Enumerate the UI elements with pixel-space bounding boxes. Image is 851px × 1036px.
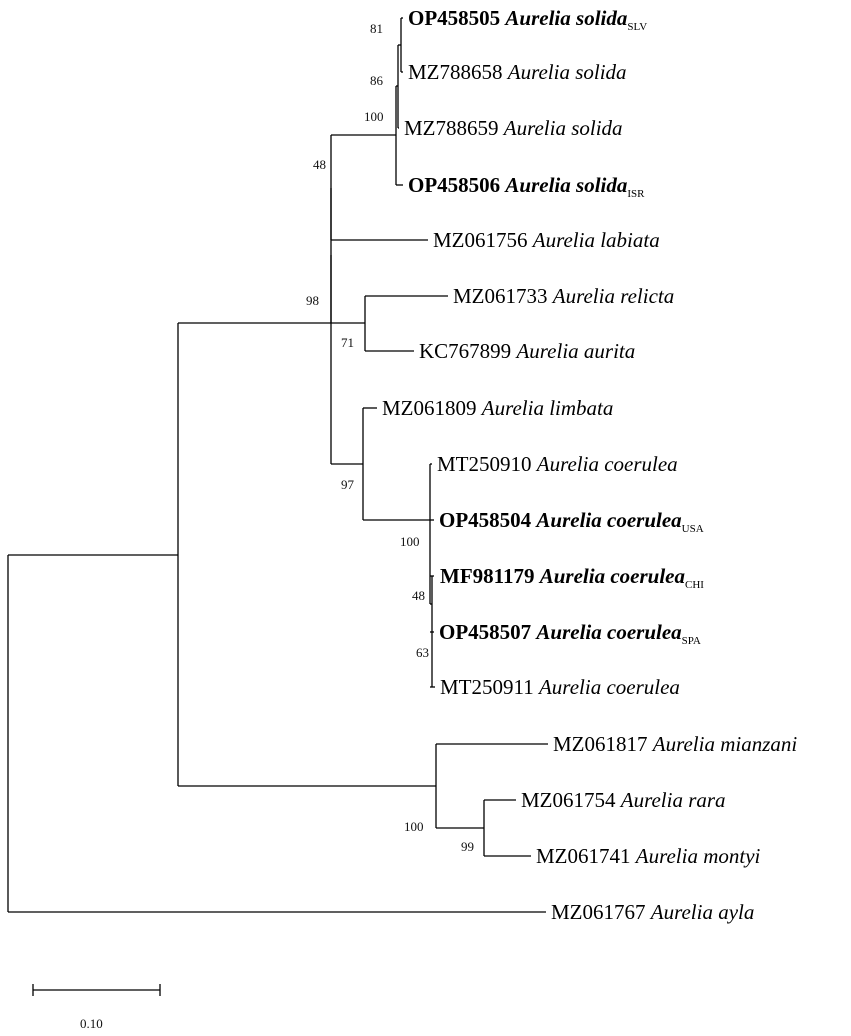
taxon-label: MZ061733 Aurelia relicta — [453, 284, 674, 308]
taxon-label: MZ788659 Aurelia solida — [404, 116, 623, 140]
species-name: Aurelia montyi — [634, 844, 761, 868]
taxon-label: MZ061767 Aurelia ayla — [551, 900, 754, 924]
taxon-label: OP458506 Aurelia solidaISR — [408, 173, 645, 200]
taxon-label: KC767899 Aurelia aurita — [419, 339, 635, 363]
taxon-label: MZ061756 Aurelia labiata — [433, 228, 660, 252]
tree-branches — [7, 17, 548, 913]
accession-number: MZ061754 — [521, 788, 621, 812]
species-name: Aurelia ayla — [649, 900, 755, 924]
accession-number: KC767899 — [419, 339, 516, 363]
taxon-label: OP458504 Aurelia coeruleaUSA — [439, 508, 704, 535]
locality-subscript: SPA — [682, 635, 701, 647]
locality-subscript: SLV — [627, 21, 647, 33]
species-name: Aurelia coerulea — [538, 564, 685, 588]
accession-number: OP458507 — [439, 620, 536, 644]
species-name: Aurelia labiata — [531, 228, 660, 252]
accession-number: MT250911 — [440, 675, 539, 699]
bootstrap-value: 81 — [370, 21, 383, 36]
taxon-label: MT250910 Aurelia coerulea — [437, 452, 678, 476]
accession-number: MZ061767 — [551, 900, 651, 924]
accession-number: MZ788659 — [404, 116, 504, 140]
bootstrap-value: 63 — [416, 645, 429, 660]
bootstrap-value: 48 — [412, 588, 425, 603]
bootstrap-value: 48 — [313, 157, 326, 172]
species-name: Aurelia solida — [503, 6, 627, 30]
bootstrap-value: 98 — [306, 293, 319, 308]
accession-number: MZ061741 — [536, 844, 636, 868]
bootstrap-values: 81 86 100 48 98 71 97 100 48 63 100 99 — [306, 21, 474, 854]
taxon-label: MF981179 Aurelia coeruleaCHI — [440, 564, 704, 591]
accession-number: MZ061809 — [382, 396, 482, 420]
bootstrap-value: 99 — [461, 839, 474, 854]
bootstrap-value: 100 — [404, 819, 424, 834]
species-name: Aurelia coerulea — [535, 452, 678, 476]
taxon-label: MZ061754 Aurelia rara — [521, 788, 726, 812]
bootstrap-value: 100 — [400, 534, 420, 549]
accession-number: MZ788658 — [408, 60, 508, 84]
bootstrap-value: 97 — [341, 477, 355, 492]
locality-subscript: CHI — [685, 579, 704, 591]
accession-number: MZ061756 — [433, 228, 533, 252]
species-name: Aurelia aurita — [514, 339, 635, 363]
species-name: Aurelia coerulea — [534, 508, 681, 532]
species-name: Aurelia rara — [619, 788, 726, 812]
taxon-label: MZ788658 Aurelia solida — [408, 60, 627, 84]
species-name: Aurelia solida — [502, 116, 623, 140]
taxon-label: MT250911 Aurelia coerulea — [440, 675, 680, 699]
bootstrap-value: 71 — [341, 335, 354, 350]
taxon-label: MZ061809 Aurelia limbata — [382, 396, 613, 420]
bootstrap-value: 86 — [370, 73, 384, 88]
species-name: Aurelia relicta — [551, 284, 675, 308]
locality-subscript: ISR — [627, 188, 645, 200]
species-name: Aurelia coerulea — [537, 675, 680, 699]
accession-number: MF981179 — [440, 564, 540, 588]
bootstrap-value: 100 — [364, 109, 384, 124]
taxon-label: OP458505 Aurelia solidaSLV — [408, 6, 647, 33]
accession-number: MZ061817 — [553, 732, 653, 756]
accession-number: OP458506 — [408, 173, 505, 197]
taxon-label: OP458507 Aurelia coeruleaSPA — [439, 620, 701, 647]
species-name: Aurelia solida — [506, 60, 627, 84]
accession-number: OP458505 — [408, 6, 505, 30]
scale-bar-label: 0.10 — [80, 1016, 103, 1031]
locality-subscript: USA — [682, 523, 704, 535]
taxon-label: MZ061817 Aurelia mianzani — [553, 732, 797, 756]
species-name: Aurelia solida — [503, 173, 627, 197]
species-name: Aurelia mianzani — [651, 732, 798, 756]
species-name: Aurelia coerulea — [534, 620, 681, 644]
accession-number: MZ061733 — [453, 284, 553, 308]
species-name: Aurelia limbata — [480, 396, 614, 420]
scale-bar: 0.10 — [32, 984, 161, 1031]
taxon-label: MZ061741 Aurelia montyi — [536, 844, 761, 868]
accession-number: MT250910 — [437, 452, 537, 476]
accession-number: OP458504 — [439, 508, 536, 532]
